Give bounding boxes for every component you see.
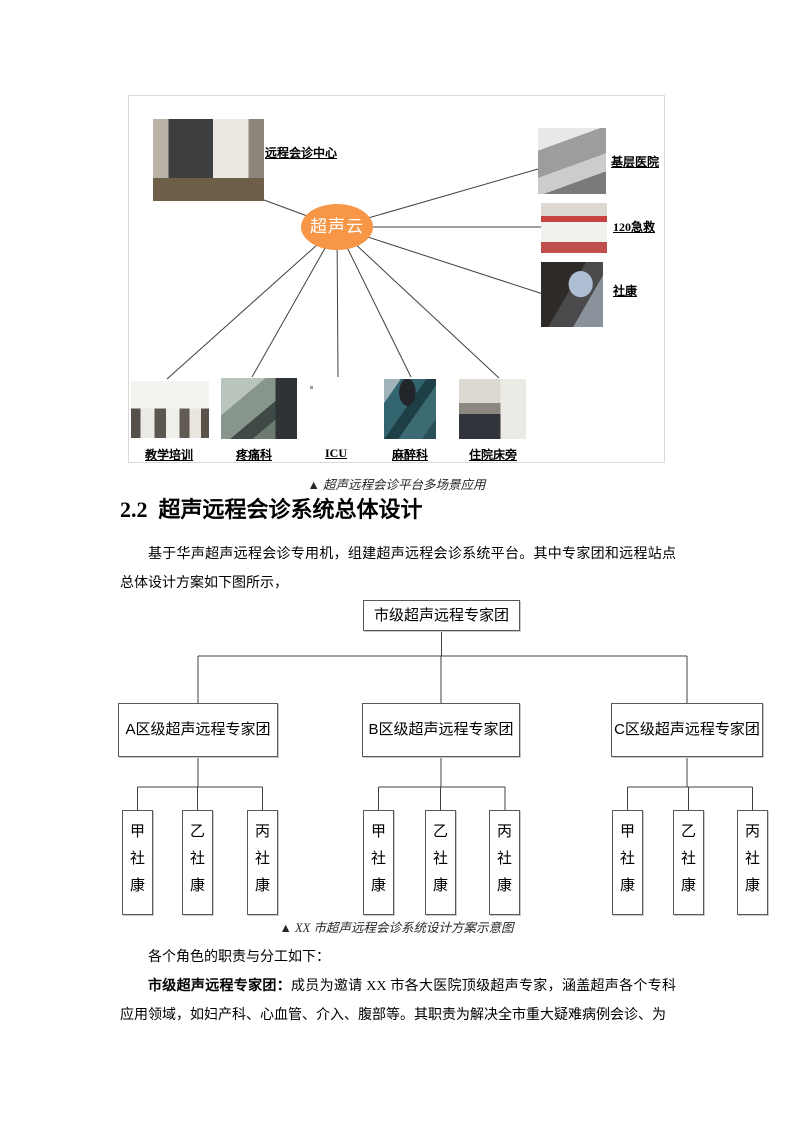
photo-remote-consult-center: [153, 119, 264, 201]
org-group-a-box: A区级超声远程专家团: [118, 703, 278, 757]
org-b-child-3-box: 丙社康: [489, 810, 520, 915]
node-label-grassroots-hospital: 基层医院: [611, 155, 660, 169]
photo-pain-department: [221, 378, 297, 439]
photo-grassroots-hospital: [538, 128, 606, 194]
org-group-c-box: C区级超声远程专家团: [611, 703, 763, 757]
paragraph-intro: 基于华声超声远程会诊专用机，组建超声远程会诊系统平台。其中专家团和远程站点总体设…: [120, 547, 676, 591]
photo-120-emergency: [541, 203, 607, 253]
photo-community-health: [541, 262, 603, 327]
org-c-child-3-box: 丙社康: [737, 810, 768, 915]
node-label-icu: ICU: [324, 446, 348, 460]
org-root-box: 市级超声远程专家团: [363, 600, 520, 631]
paragraph-role1: 市级超声远程专家团：成员为邀请 XX 市各大医院顶级超声专家，涵盖超声各个专科应…: [120, 972, 676, 1030]
org-a-child-1-box: 甲社康: [122, 810, 153, 915]
role1-title: 市级超声远程专家团：: [148, 979, 291, 994]
node-label-inpatient-bedside: 住院床旁: [468, 448, 518, 462]
node-label-120-emergency: 120急救: [613, 220, 656, 234]
org-b-child-1-box: 甲社康: [363, 810, 394, 915]
node-label-pain-dept: 疼痛科: [235, 448, 273, 462]
org-a-child-2-box: 乙社康: [182, 810, 213, 915]
org-c-child-1-box: 甲社康: [612, 810, 643, 915]
figure-multi-scenario: 超声云 远程会诊中心 基层医院 120急救 社康 教学培训 疼痛科 ICU 麻醉…: [128, 95, 665, 463]
org-a-child-3-box: 丙社康: [247, 810, 278, 915]
node-label-teaching-training: 教学培训: [144, 448, 194, 462]
node-label-remote-center: 远程会诊中心: [265, 146, 338, 160]
org-group-b-box: B区级超声远程专家团: [362, 703, 520, 757]
photo-teaching-training: [131, 381, 209, 438]
org-connector-lines: [137, 631, 753, 810]
ultrasound-cloud-hub: 超声云: [301, 204, 373, 250]
figure2-caption: ▲ XX 市超声远程会诊系统设计方案示意图: [279, 921, 514, 935]
org-c-child-2-box: 乙社康: [673, 810, 704, 915]
section-title: 超声远程会诊系统总体设计: [158, 497, 423, 522]
section-number: 2.2: [120, 497, 148, 522]
icu-placeholder-dot: [310, 386, 313, 389]
figure1-caption: ▲ 超声远程会诊平台多场景应用: [307, 478, 486, 492]
role1-text: 成员为邀请 XX 市各大医院顶级超声专家，涵盖超声各个专科应用领域，如妇产科、心…: [120, 979, 676, 1023]
photo-anesthesia-department: [384, 379, 436, 439]
node-label-anesthesia-dept: 麻醉科: [391, 448, 429, 462]
org-b-child-2-box: 乙社康: [425, 810, 456, 915]
node-label-community-health: 社康: [613, 284, 638, 298]
section-heading: 2.2 超声远程会诊系统总体设计: [120, 492, 423, 524]
paragraph-roles-intro: 各个角色的职责与分工如下：: [148, 950, 330, 965]
figure-org-chart: 市级超声远程专家团 A区级超声远程专家团 B区级超声远程专家团 C区级超声远程专…: [100, 595, 780, 930]
photo-inpatient-bedside: [459, 379, 526, 439]
